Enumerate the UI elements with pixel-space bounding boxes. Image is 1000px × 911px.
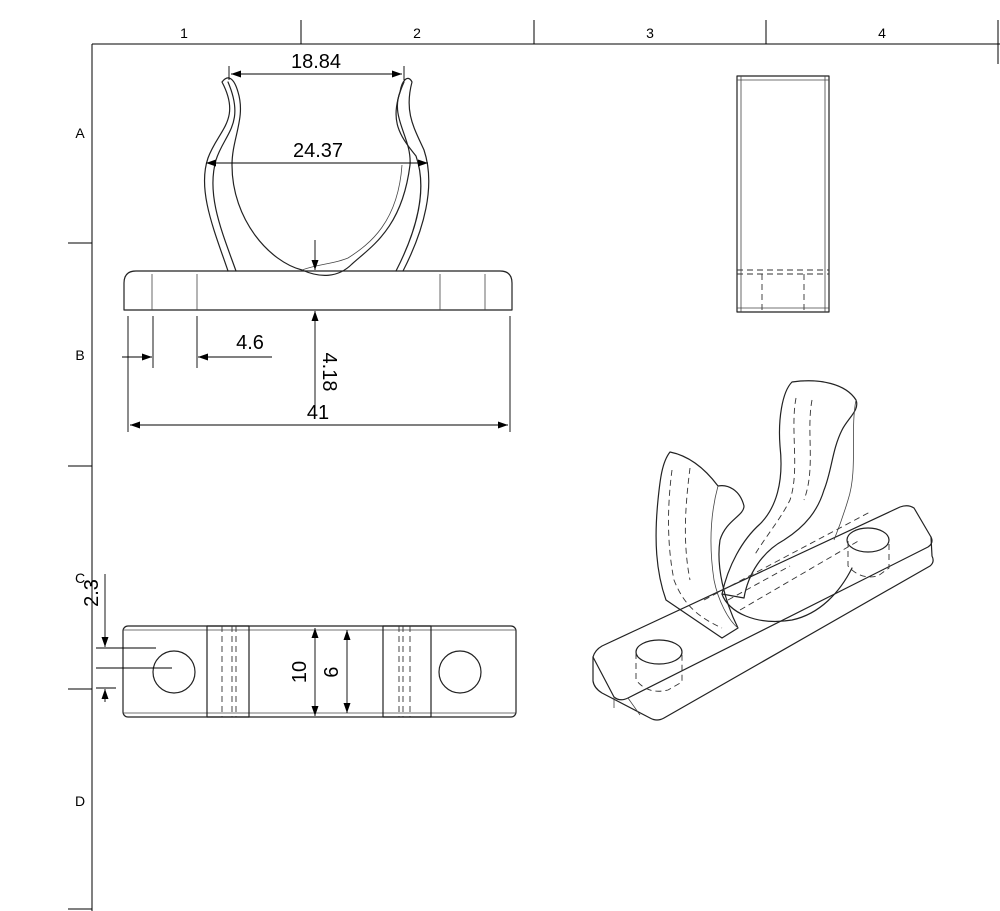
row-label-a: A [75, 125, 85, 141]
row-label-d: D [75, 793, 85, 809]
isometric-view [592, 380, 934, 721]
dim-clip-band-width: 9 [319, 630, 351, 713]
dim-overall-length-label: 41 [307, 402, 329, 424]
dim-clip-width: 24.37 [206, 140, 428, 167]
dim-base-width-label: 10 [289, 661, 311, 683]
dim-hole-edge-label: 2.3 [81, 579, 103, 607]
base-plate-plan [122, 625, 517, 718]
base-plate-outline [123, 270, 513, 311]
dim-hole-offset-label: 4.6 [236, 332, 264, 354]
row-label-b: B [75, 347, 84, 363]
sheet-border [68, 20, 1000, 911]
mounting-hole-left [152, 650, 196, 694]
column-label-4: 4 [878, 25, 886, 41]
dim-top-opening-label: 18.84 [291, 51, 341, 73]
dim-clip-band-width-label: 9 [319, 666, 341, 677]
front-view: 18.84 24.37 4.6 4.18 41 [122, 51, 513, 432]
mounting-hole-right [438, 650, 482, 694]
dim-base-width: 10 [289, 628, 319, 716]
dim-base-thickness-label: 4.18 [318, 353, 340, 392]
iso-rear-clip-arm [721, 380, 858, 599]
dim-base-thickness: 4.18 [311, 240, 340, 408]
iso-hole-rear [846, 527, 890, 553]
zone-labels: 1 2 3 4 A B C D [75, 25, 886, 809]
side-view [736, 75, 830, 313]
column-label-3: 3 [646, 25, 654, 41]
row-label-c: C [75, 570, 85, 586]
iso-front-clip-arm [655, 451, 745, 639]
clip-outer-profile [203, 77, 430, 276]
top-view: 2.3 10 9 [81, 574, 517, 718]
dim-overall-length: 41 [130, 316, 511, 432]
dim-clip-width-label: 24.37 [293, 140, 343, 162]
column-label-2: 2 [413, 25, 421, 41]
iso-hole-front [635, 639, 683, 665]
dim-hole-edge: 2.3 [81, 574, 172, 702]
dim-top-opening: 18.84 [228, 51, 405, 80]
dim-hole-offset: 4.6 [122, 316, 272, 432]
iso-base-top-face [592, 505, 933, 701]
column-label-1: 1 [180, 25, 188, 41]
clip-inner-profile [212, 81, 422, 272]
